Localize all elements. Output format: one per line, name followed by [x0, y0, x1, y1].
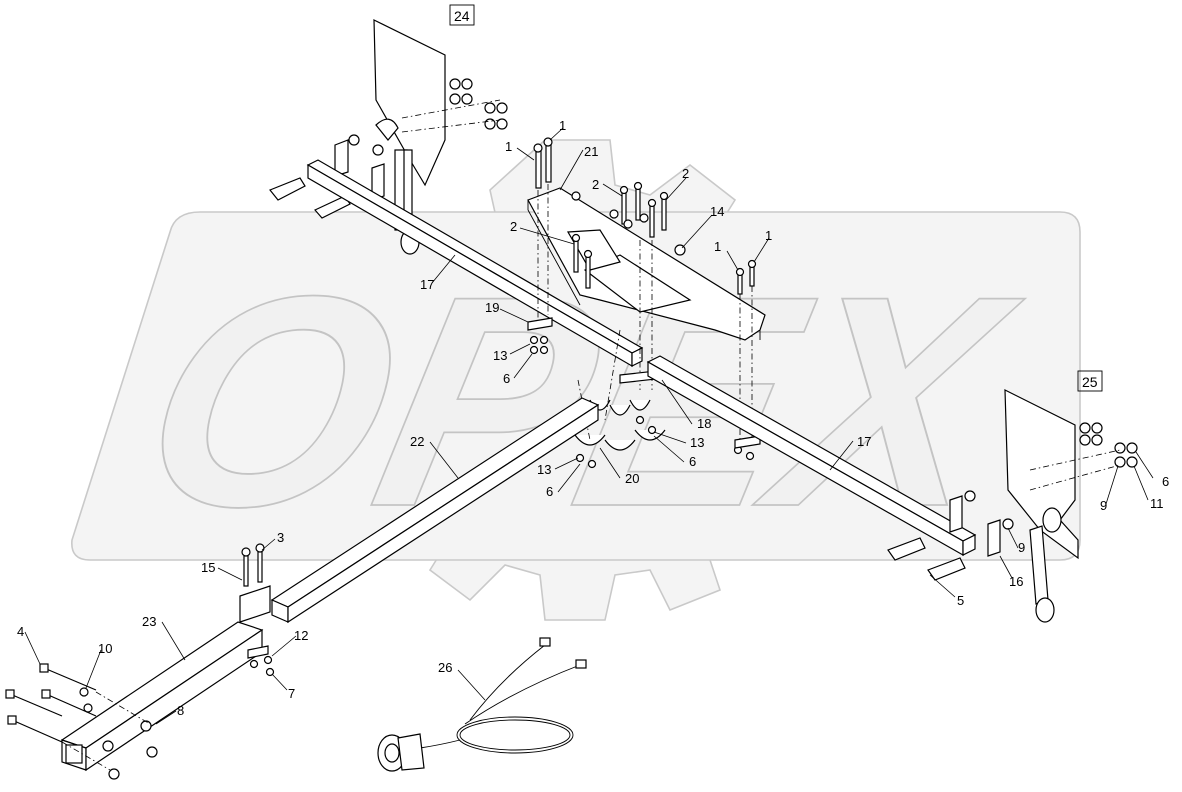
- part-label-9: 9: [1100, 498, 1107, 513]
- reflector-plate-right: [887, 389, 1138, 623]
- box-label-25: 25: [1082, 374, 1098, 390]
- part-label-26: 26: [438, 660, 452, 675]
- part-label-6: 6: [546, 484, 553, 499]
- part-label-13: 13: [537, 462, 551, 477]
- part-label-5: 5: [957, 593, 964, 608]
- part-label-1: 1: [559, 118, 566, 133]
- part-label-3: 3: [277, 530, 284, 545]
- part-label-8: 8: [177, 703, 184, 718]
- part-label-2: 2: [682, 166, 689, 181]
- part-label-23: 23: [142, 614, 156, 629]
- part-label-22: 22: [410, 434, 424, 449]
- part-label-1: 1: [714, 239, 721, 254]
- drawbar-22: [270, 397, 600, 624]
- part-label-17: 17: [420, 277, 434, 292]
- part-label-20: 20: [625, 471, 639, 486]
- part-label-13: 13: [690, 435, 704, 450]
- mount-plate-21: [527, 187, 766, 341]
- part-label-2: 2: [592, 177, 599, 192]
- part-label-11: 11: [1150, 496, 1164, 511]
- part-label-1: 1: [505, 139, 512, 154]
- part-label-6: 6: [689, 454, 696, 469]
- part-label-6: 6: [503, 371, 510, 386]
- part-label-4: 4: [17, 624, 24, 639]
- box-frame-24: [449, 4, 475, 26]
- part-label-15: 15: [201, 560, 215, 575]
- part-label-19: 19: [485, 300, 499, 315]
- boxed-labels: 24 25: [449, 4, 1103, 392]
- part-number-labels: 1 1 21 2 2 2 14 1 1 17 19 13 6 18 13 6 2…: [17, 118, 1169, 718]
- part-label-9: 9: [1018, 540, 1025, 555]
- part-label-2: 2: [510, 219, 517, 234]
- cross-bar-right-17: [646, 355, 977, 557]
- part-label-16: 16: [1009, 574, 1023, 589]
- part-label-12: 12: [294, 628, 308, 643]
- part-label-13: 13: [493, 348, 507, 363]
- part-label-6: 6: [1162, 474, 1169, 489]
- bolts-group: [533, 137, 757, 440]
- part-label-18: 18: [697, 416, 711, 431]
- leader-lines: [24, 127, 1154, 725]
- part-label-10: 10: [98, 641, 112, 656]
- part-label-21: 21: [584, 144, 598, 159]
- box-label-24: 24: [454, 8, 470, 24]
- front-tube-23: [60, 543, 275, 772]
- cross-bar-left-17: [306, 159, 644, 368]
- cable-harness-26: [377, 637, 587, 772]
- box-frame-25: [1077, 370, 1103, 392]
- part-label-14: 14: [710, 204, 724, 219]
- part-label-7: 7: [288, 686, 295, 701]
- front-bolts: [5, 663, 158, 780]
- part-label-17: 17: [857, 434, 871, 449]
- part-label-1: 1: [765, 228, 772, 243]
- center-clamps: [527, 317, 761, 469]
